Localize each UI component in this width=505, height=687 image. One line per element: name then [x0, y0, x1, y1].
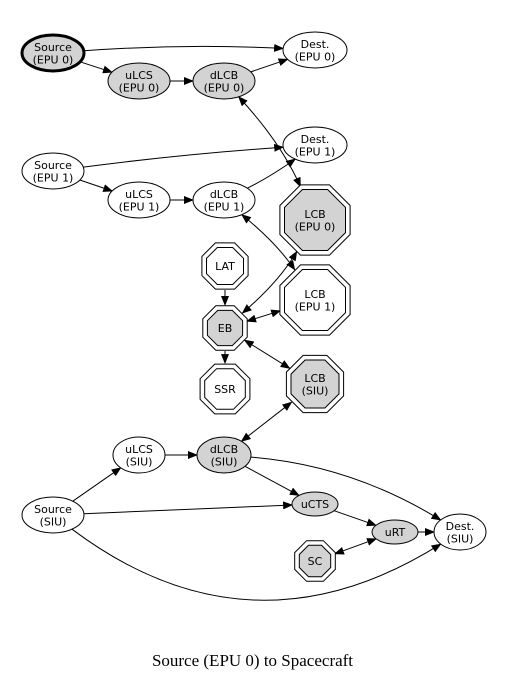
- nodes: Source(EPU 0)Dest.(EPU 0)uLCS(EPU 0)dLCB…: [20, 31, 487, 582]
- node-dstsiu-label-0: Dest.: [446, 520, 475, 533]
- edge-dlcb0-to-lcb0: [238, 96, 301, 188]
- node-ulcssiu-label-1: (SIU): [126, 455, 153, 468]
- dependency-graph: Source(EPU 0)Dest.(EPU 0)uLCS(EPU 0)dLCB…: [20, 31, 487, 601]
- node-dst1: Dest.(EPU 1): [282, 126, 348, 164]
- edge-srcsiu-to-ucts: [83, 501, 294, 515]
- node-dstsiu-label-1: (SIU): [447, 532, 474, 545]
- node-dstsiu: Dest.(SIU): [433, 513, 487, 551]
- edge-src0-to-dst0: [83, 43, 285, 52]
- edge-sc-to-urt: [333, 538, 378, 555]
- node-srcsiu: Source(SIU): [21, 496, 85, 534]
- edge-dlcb1-to-dst1: [247, 158, 297, 189]
- node-lcb1: LCB(EPU 1): [279, 264, 351, 336]
- edge-src0-to-ulcs0: [79, 61, 113, 74]
- node-lat: LAT: [201, 242, 249, 290]
- node-urt: uRT: [371, 519, 419, 545]
- node-src1: Source(EPU 1): [21, 152, 85, 190]
- node-dlcb0: dLCB(EPU 0): [192, 62, 256, 100]
- node-lcb0-label-0: LCB: [304, 208, 325, 221]
- node-ssr: SSR: [199, 363, 251, 415]
- edge-src1-to-ulcs1: [79, 179, 114, 192]
- edge-ucts-to-urt: [333, 510, 377, 527]
- edge-eb-to-lcbsiu: [243, 339, 291, 369]
- node-ssr-label-0: SSR: [214, 383, 236, 396]
- edges: [71, 43, 442, 601]
- edge-dlcbsiu-to-ucts: [244, 465, 300, 496]
- edge-eb-to-lcb0: [241, 250, 298, 314]
- edge-srcsiu-to-ulcssiu: [72, 467, 122, 502]
- node-src0: Source(EPU 0): [20, 33, 86, 73]
- node-srcsiu-label-0: Source: [34, 503, 72, 516]
- edge-dlcbsiu-to-dstsiu: [250, 456, 442, 521]
- node-lcbsiu-label-0: LCB: [304, 372, 325, 385]
- node-dst0-label-0: Dest.: [301, 38, 330, 51]
- edge-dlcbsiu-to-lcbsiu: [240, 401, 293, 442]
- node-lcb1-label-1: (EPU 1): [295, 300, 336, 313]
- node-dlcb1-label-1: (EPU 1): [204, 200, 245, 213]
- node-dlcbsiu: dLCB(SIU): [196, 436, 252, 474]
- node-lcbsiu: LCB(SIU): [285, 354, 345, 414]
- node-sc: SC: [294, 540, 336, 582]
- node-dst1-label-1: (EPU 1): [295, 145, 336, 158]
- figure-caption: Source (EPU 0) to Spacecraft: [151, 651, 354, 670]
- node-dlcbsiu-label-1: (SIU): [211, 455, 238, 468]
- node-lcb0-label-1: (EPU 0): [295, 220, 336, 233]
- edge-dlcb0-to-dst0: [250, 58, 289, 73]
- node-ucts: uCTS: [291, 491, 339, 517]
- node-dlcb1-label-0: dLCB: [210, 188, 238, 201]
- edge-src1-to-dst1: [83, 143, 285, 168]
- node-ulcs1: uLCS(EPU 1): [107, 181, 171, 219]
- node-ucts-label-0: uCTS: [301, 498, 329, 511]
- node-src1-label-0: Source: [34, 159, 72, 172]
- node-sc-label-0: SC: [308, 555, 323, 568]
- node-src0-label-1: (EPU 0): [33, 53, 74, 66]
- node-dlcb1: dLCB(EPU 1): [192, 181, 256, 219]
- node-src0-label-0: Source: [34, 41, 72, 54]
- node-ulcs0-label-0: uLCS: [125, 69, 153, 82]
- node-ulcs1-label-1: (EPU 1): [119, 200, 160, 213]
- edge-srcsiu-to-dstsiu: [71, 528, 442, 601]
- node-lcb0: LCB(EPU 0): [279, 184, 351, 256]
- node-lcb1-label-0: LCB: [304, 288, 325, 301]
- edge-eb-to-lcb1: [246, 309, 282, 323]
- node-dlcbsiu-label-0: dLCB: [210, 443, 238, 456]
- node-srcsiu-label-1: (SIU): [40, 515, 67, 528]
- node-dst0: Dest.(EPU 0): [282, 31, 348, 69]
- node-ulcs0-label-1: (EPU 0): [119, 81, 160, 94]
- node-ulcs1-label-0: uLCS: [125, 188, 153, 201]
- node-lcbsiu-label-1: (SIU): [302, 384, 329, 397]
- node-dst0-label-1: (EPU 0): [295, 50, 336, 63]
- node-ulcssiu-label-0: uLCS: [125, 443, 153, 456]
- node-dlcb0-label-1: (EPU 0): [204, 81, 245, 94]
- node-eb-label-0: EB: [218, 322, 233, 335]
- node-dst1-label-0: Dest.: [301, 133, 330, 146]
- node-lat-label-0: LAT: [215, 260, 235, 273]
- node-ulcssiu: uLCS(SIU): [112, 436, 166, 474]
- node-eb: EB: [202, 305, 248, 351]
- node-ulcs0: uLCS(EPU 0): [107, 62, 171, 100]
- node-urt-label-0: uRT: [385, 526, 406, 539]
- node-src1-label-1: (EPU 1): [33, 171, 74, 184]
- node-dlcb0-label-0: dLCB: [210, 69, 238, 82]
